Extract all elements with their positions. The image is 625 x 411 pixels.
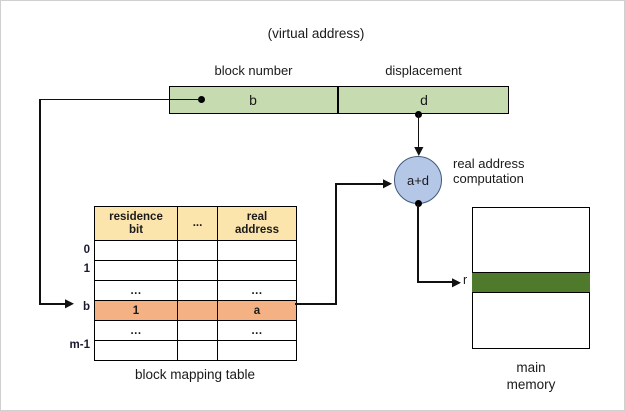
real-address-route-arrowhead	[383, 179, 392, 189]
virtual-address-title: (virtual address)	[267, 26, 365, 41]
annotation-line2: computation	[453, 171, 524, 186]
row-label-b: b	[82, 301, 90, 313]
row-label-m-1: m-1	[69, 339, 90, 351]
block-mapping-table-wrap: residence bit ... real address	[94, 206, 297, 361]
table-row-highlighted[interactable]: 1 a	[94, 300, 297, 321]
displacement-to-node-line	[417, 114, 420, 149]
block-number-route-h-top	[39, 98, 202, 101]
virtual-address-bar	[169, 86, 509, 114]
main-memory-caption-line1: main	[516, 360, 546, 375]
table-row[interactable]: ... ...	[94, 320, 297, 341]
main-memory-highlighted-block	[472, 272, 590, 293]
header-residence-bit-line2: bit	[128, 223, 144, 236]
block-mapping-table: residence bit ... real address	[94, 206, 297, 361]
cell-residence-bit: ...	[94, 280, 178, 301]
cell-residence-bit: 1	[94, 300, 178, 321]
block-number-route-h-bottom	[39, 303, 67, 305]
table-row[interactable]: ... ...	[94, 280, 297, 301]
node-to-memory-v	[417, 204, 419, 282]
cell-middle	[177, 280, 218, 301]
cell-real-address	[217, 240, 297, 261]
displacement-label: displacement	[385, 63, 462, 78]
main-memory-caption: main memory	[471, 359, 591, 393]
block-number-value: b	[249, 92, 257, 108]
block-number-route-arrowhead	[65, 299, 74, 309]
cell-real-address: ...	[217, 280, 297, 301]
node-to-memory-arrowhead	[452, 277, 461, 287]
real-address-computation-annotation: real address computation	[453, 156, 583, 186]
displacement-value: d	[420, 92, 428, 108]
cell-residence-bit: ...	[94, 320, 178, 341]
header-residence-bit-line1: residence	[109, 210, 163, 223]
memory-pointer-label: r	[463, 273, 467, 287]
memory-pointer-label-text: r	[463, 273, 468, 287]
block-number-label: block number	[214, 63, 293, 78]
cell-real-address: a	[217, 300, 297, 321]
table-row-labels: 0 1 b m-1	[41, 206, 90, 361]
table-row[interactable]	[94, 260, 297, 281]
block-number-route-v	[39, 98, 41, 305]
real-address-route-h-bottom	[295, 303, 337, 305]
cell-middle	[177, 320, 218, 341]
header-real-address-line2: address	[234, 223, 280, 236]
header-real-address-line1: real	[246, 210, 268, 223]
cell-residence-bit	[94, 340, 178, 361]
annotation-line1: real address	[453, 156, 525, 171]
cell-real-address	[217, 260, 297, 281]
displacement-to-node-arrowhead	[413, 147, 423, 156]
cell-residence-bit	[94, 260, 178, 281]
real-address-route-v	[335, 183, 337, 304]
cell-middle	[177, 260, 218, 281]
adder-node-label: a+d	[406, 173, 430, 188]
header-middle-dots: ...	[177, 206, 218, 241]
adder-node: a+d	[394, 156, 442, 204]
main-memory-caption-line2: memory	[506, 377, 556, 392]
row-label-0: 0	[83, 244, 90, 256]
cell-middle	[177, 240, 218, 261]
cell-real-address: ...	[217, 320, 297, 341]
block-mapping-table-caption: block mapping table	[134, 367, 256, 382]
row-label-1: 1	[83, 263, 90, 275]
cell-middle	[177, 340, 218, 361]
node-to-memory-h	[417, 281, 455, 283]
table-row[interactable]	[94, 240, 297, 261]
real-address-route-h-top	[335, 183, 386, 185]
virtual-address-divider	[337, 86, 339, 114]
adder-node-output-dot	[414, 200, 422, 207]
cell-middle	[177, 300, 218, 321]
table-header-row: residence bit ... real address	[94, 206, 297, 241]
cell-real-address	[217, 340, 297, 361]
header-residence-bit: residence bit	[94, 206, 178, 241]
table-row[interactable]	[94, 340, 297, 361]
cell-residence-bit	[94, 240, 178, 261]
header-real-address: real address	[217, 206, 297, 241]
